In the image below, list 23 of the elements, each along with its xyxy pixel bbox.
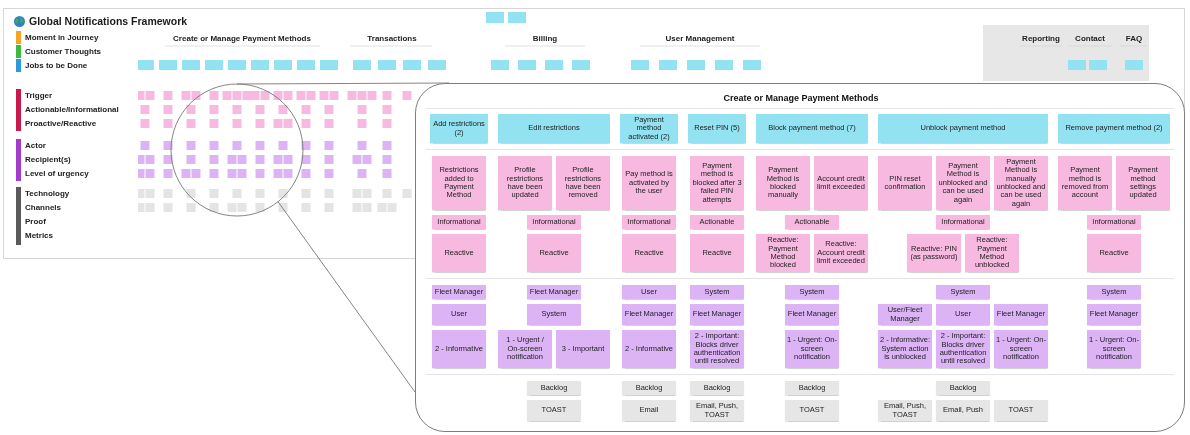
column-heading: Create or Manage Payment Methods	[173, 34, 311, 44]
column-heading: Reporting	[1022, 34, 1060, 44]
column-heading: User Management	[665, 34, 735, 44]
row-label: Trigger	[25, 91, 53, 101]
row-label: Proactive/Reactive	[25, 119, 97, 129]
row-label: Customer Thoughts	[25, 47, 101, 57]
row-label: Recipient(s)	[25, 155, 71, 165]
row-label: Proof	[25, 217, 46, 227]
row-label: Moment in Journey	[25, 33, 99, 43]
row-label: Channels	[25, 203, 61, 213]
row-label: Level of urgency	[25, 169, 89, 179]
column-heading: Transactions	[367, 34, 417, 44]
column-heading: Billing	[532, 34, 558, 44]
row-label: Actor	[25, 141, 46, 151]
diagram-title: Global Notifications Framework	[29, 15, 188, 28]
section-heading: Create or Manage Payment Methods	[723, 93, 879, 104]
magnifier-panel	[415, 83, 1185, 432]
row-label: Actionable/Informational	[25, 105, 119, 115]
row-label: Technology	[25, 189, 70, 199]
row-label: Metrics	[25, 231, 53, 241]
row-label: Jobs to be Done	[25, 61, 88, 71]
column-heading: FAQ	[1125, 34, 1143, 44]
column-heading: Contact	[1075, 34, 1105, 44]
